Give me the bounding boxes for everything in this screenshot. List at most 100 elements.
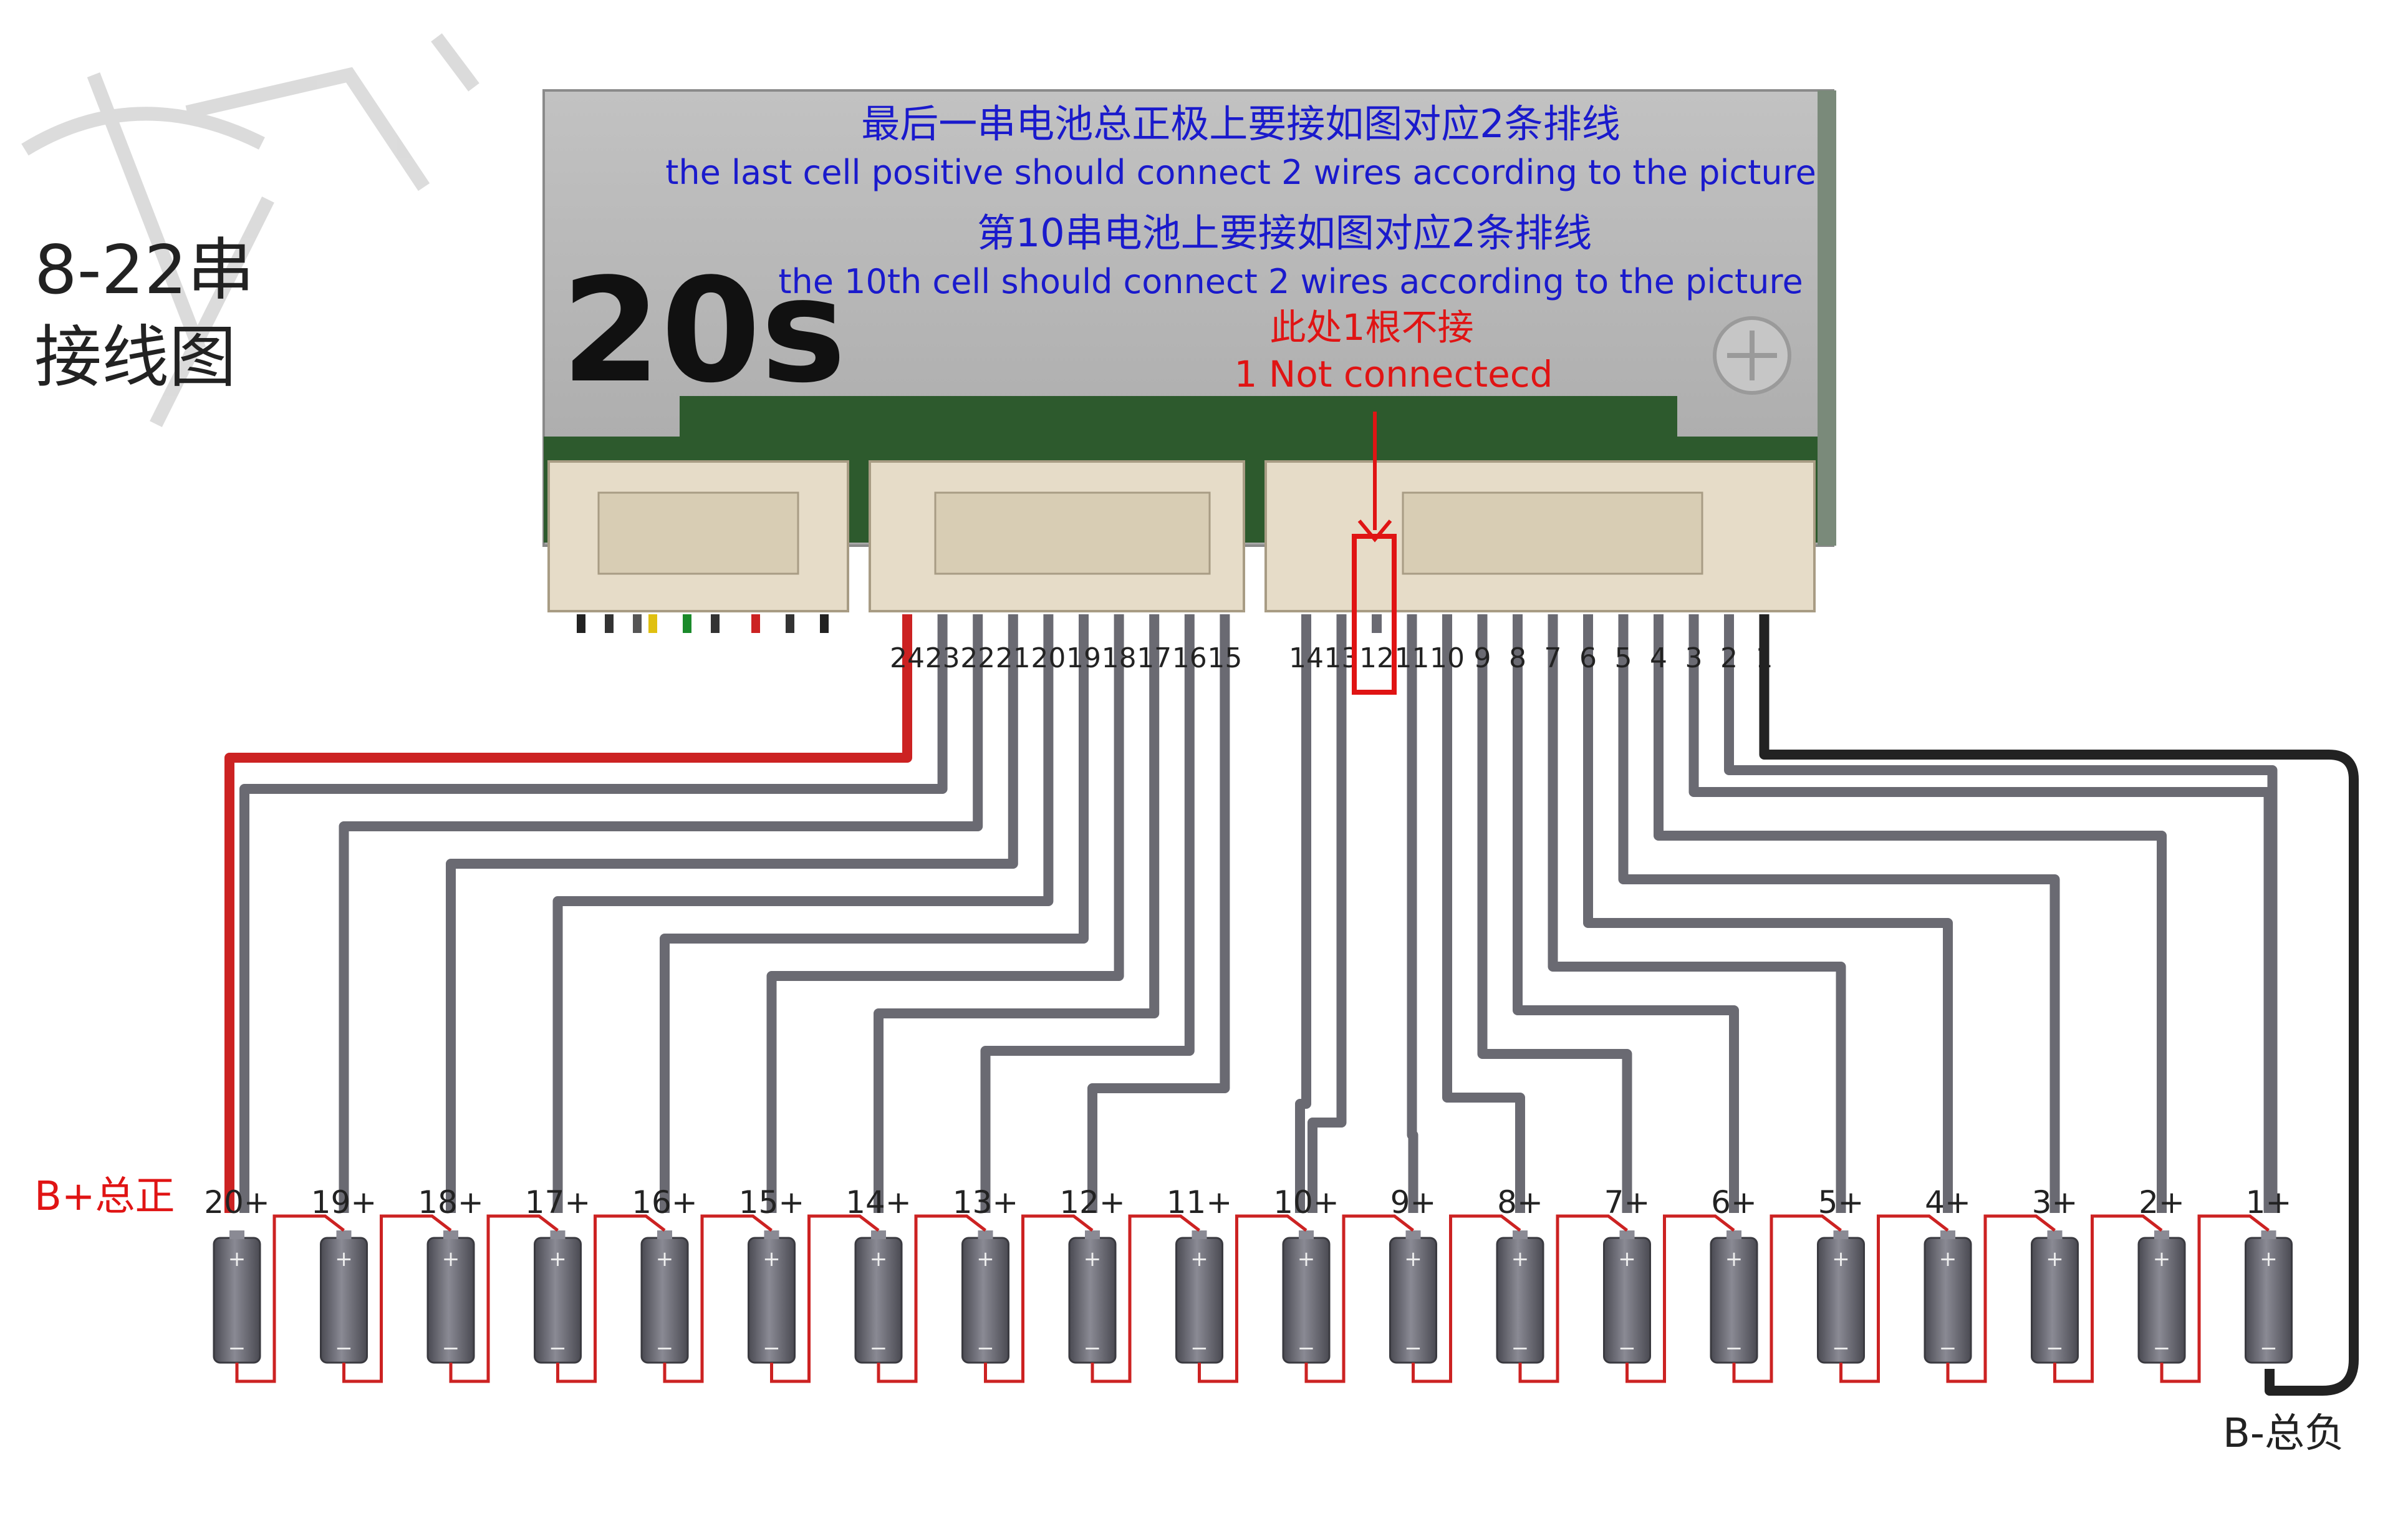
cell-minus-sign: − [1084,1336,1102,1361]
series-link [877,1214,987,1383]
cell-label-8+: 8+ [1497,1184,1543,1220]
watermark-stamp [21,33,479,427]
battery-cell-5+: 5++− [1817,1184,1865,1364]
connector-block-left [547,460,849,612]
cell-plus-sign: + [1832,1247,1850,1272]
note-tenth-cell-cn: 第10串电池上要接如图对应2条排线 [977,210,1592,256]
cell-terminal-7+ [1619,1230,1635,1239]
battery-cell-10+: 10++− [1273,1184,1339,1364]
battery-cell-14+: 14++− [845,1184,912,1364]
cell-minus-sign: − [870,1336,888,1361]
cell-plus-sign: + [1190,1247,1208,1272]
battery-cell-18+: 18++− [418,1184,484,1364]
pin-tip-18 [1114,614,1124,633]
series-link [1091,1214,1201,1383]
battery-cell-2+: 2++− [2137,1184,2186,1364]
pin-tip-13 [1336,614,1347,633]
note-tenth-cell-en: the 10th cell should connect 2 wires acc… [778,262,1803,301]
battery-cell-8+: 8++− [1496,1184,1544,1364]
cell-label-10+: 10+ [1273,1184,1339,1220]
not-connected-arrow [1357,412,1392,543]
connector-block-right [1264,460,1816,612]
cell-terminal-4+ [1940,1230,1955,1239]
cell-terminal-8+ [1513,1230,1528,1239]
pin-label-12: 12 [1359,642,1394,674]
note-not-connected-en: 1 Not connectecd [1235,353,1553,395]
cell-label-3+: 3+ [2032,1184,2078,1220]
cell-label-17+: 17+ [525,1184,591,1220]
pin-tip-2 [1724,614,1734,633]
pin-tip-8 [1513,614,1523,633]
wire-pin-13 [1308,633,1347,1213]
cell-terminal-5+ [1833,1230,1849,1239]
cell-label-11+: 11+ [1167,1184,1233,1220]
cell-label-18+: 18+ [418,1184,484,1220]
cell-minus-sign: − [1298,1336,1316,1361]
b-minus-label: B-总负 [2223,1411,2344,1457]
pin-label-2: 2 [1720,642,1738,674]
wire-pin-10 [1442,633,1525,1213]
wire-pin-22 [339,633,983,1213]
cell-plus-sign: + [656,1247,674,1272]
cell-minus-sign: − [2153,1336,2171,1361]
cell-terminal-2+ [2154,1230,2169,1239]
battery-cell-11+: 11+ + − [1167,1184,1233,1364]
wire-pin-7 [1548,633,1846,1213]
wire-pin-2 [1724,633,2278,1213]
pin-tip-5 [1618,614,1629,633]
cell-label-1+: 1+ [2246,1184,2292,1220]
pin-tip-24 [902,614,912,633]
wire-pin-19 [660,633,1089,1213]
cell-minus-sign: − [228,1336,246,1361]
pin-tip-16 [1184,614,1195,633]
wires-layer [224,633,2359,1396]
pin-tip-4 [1654,614,1664,633]
cell-label-20+: 20+ [204,1184,270,1220]
series-link [449,1214,559,1383]
diagram-title-line1: 8-22串 [34,231,254,309]
cell-plus-sign: + [2260,1247,2278,1272]
cell-terminal-20+ [229,1230,244,1239]
pin-label-14: 14 [1289,642,1324,674]
pin-tip-20 [1043,614,1054,633]
cell-plus-sign: + [1618,1247,1636,1272]
battery-cell-9+: 9++− [1389,1184,1437,1364]
cell-label-13+: 13+ [953,1184,1019,1220]
cell-plus-sign: + [2046,1247,2064,1272]
cell-minus-sign: − [1190,1336,1208,1361]
pin-label-24: 24 [890,642,925,674]
board-series-label: 20s [561,248,846,415]
cell-minus-sign: − [763,1336,781,1361]
cell-label-16+: 16+ [632,1184,698,1220]
cells-layer: 20++−19++−18++−17++−16++−15++−14++−13++−… [204,1184,2293,1383]
series-link [342,1214,452,1383]
pin-label-19: 19 [1066,642,1101,674]
wire-pin-15 [1087,633,1230,1213]
diagram-title-line2: 接线图 [34,319,236,397]
cell-plus-sign: + [549,1247,567,1272]
wire-pin-11 [1407,633,1418,1213]
cell-terminal-13+ [978,1230,993,1239]
wire-pin-5 [1618,633,2060,1213]
battery-cell-1+: 1+ + − [2245,1184,2293,1364]
battery-cell-20+: 20++− [204,1184,270,1364]
cell-minus-sign: − [1725,1336,1743,1361]
wire-pin-17 [874,633,1160,1213]
series-link [1946,1214,2056,1383]
battery-cell-4+: 4++− [1924,1184,1972,1364]
wire-pin-24 [224,633,912,1213]
cell-minus-sign: − [2260,1336,2278,1361]
cell-terminal-11+ [1192,1230,1207,1239]
pin-tip-22 [973,614,983,633]
cell-terminal-6+ [1727,1230,1741,1239]
pin-label-15: 15 [1207,642,1242,674]
wire-pin-18 [766,633,1124,1213]
cell-plus-sign: + [1404,1247,1422,1272]
cell-terminal-9+ [1405,1230,1421,1239]
pin-label-10: 10 [1430,642,1465,674]
cell-minus-sign: − [1832,1336,1850,1361]
battery-cell-17+: 17++− [525,1184,591,1364]
cell-label-12+: 12+ [1059,1184,1125,1220]
cell-label-4+: 4+ [1925,1184,1971,1220]
